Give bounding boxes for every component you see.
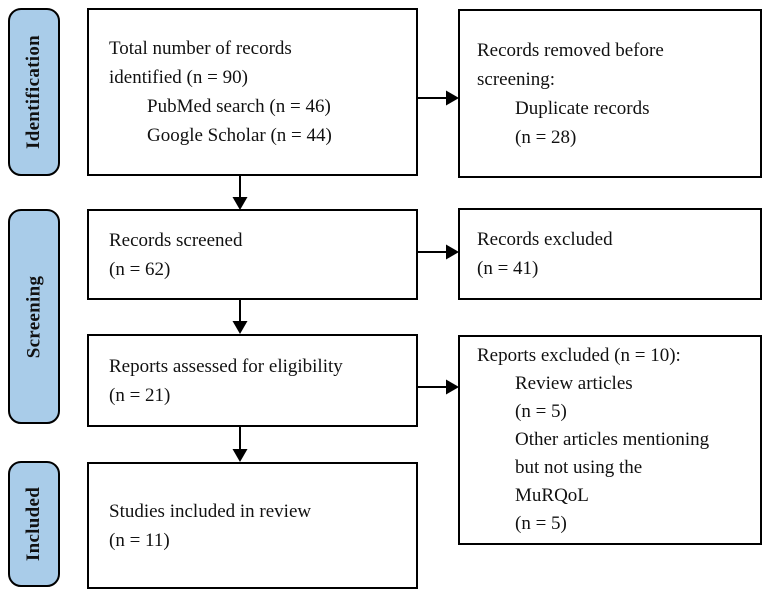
records-removed-line: Records removed before [477, 39, 664, 61]
records-excluded-line: (n = 41) [477, 258, 539, 279]
box-reports-excluded: Reports excluded (n = 10): Review articl… [458, 335, 762, 545]
reports-assessed-line: (n = 21) [109, 384, 171, 406]
stage-label-screening: Screening [8, 209, 60, 424]
box-records-screened: Records screened (n = 62) [87, 209, 418, 300]
reports-assessed-line: Reports assessed for eligibility [109, 355, 343, 377]
arrow-screened-to-excluded [418, 244, 459, 260]
arrow-identified-to-removed [418, 90, 459, 106]
records-removed-line: Duplicate records [515, 97, 650, 119]
reports-excluded-line: (n = 5) [515, 401, 567, 422]
box-records-identified: Total number of records identified (n = … [87, 8, 418, 176]
records-identified-line: Google Scholar (n = 44) [147, 125, 332, 146]
records-excluded-line: Records excluded [477, 229, 613, 250]
records-identified-line: PubMed search (n = 46) [147, 96, 331, 117]
reports-excluded-line: MuRQoL [515, 485, 589, 506]
box-records-excluded: Records excluded (n = 41) [458, 208, 762, 300]
arrow-identified-to-screened [232, 176, 248, 210]
records-screened-line: Records screened [109, 229, 243, 251]
reports-excluded-line: Other articles mentioning [515, 429, 710, 450]
studies-included-line: (n = 11) [109, 529, 170, 551]
box-reports-assessed: Reports assessed for eligibility (n = 21… [87, 334, 418, 427]
records-removed-line: screening: [477, 68, 556, 90]
reports-excluded-line: Reports excluded (n = 10): [477, 345, 681, 366]
records-identified-line: Total number of records [109, 38, 292, 59]
studies-included-line: Studies included in review [109, 500, 312, 522]
box-records-removed: Records removed before screening: Duplic… [458, 9, 762, 178]
records-screened-line: (n = 62) [109, 258, 171, 280]
reports-excluded-line: but not using the [515, 457, 643, 478]
arrow-screened-to-assessed [232, 300, 248, 334]
records-identified-line: identified (n = 90) [109, 67, 248, 88]
stage-label-included-text: Included [23, 486, 44, 562]
stage-label-included: Included [8, 461, 60, 587]
records-removed-line: (n = 28) [515, 126, 577, 148]
stage-label-screening-text: Screening [23, 275, 45, 358]
reports-excluded-line: (n = 5) [515, 513, 567, 534]
arrow-assessed-to-included [232, 427, 248, 462]
reports-excluded-line: Review articles [515, 373, 633, 394]
box-studies-included: Studies included in review (n = 11) [87, 462, 418, 589]
arrow-assessed-to-reports-excluded [418, 379, 459, 395]
stage-label-identification-text: Identification [23, 35, 45, 149]
stage-label-identification: Identification [8, 8, 60, 176]
